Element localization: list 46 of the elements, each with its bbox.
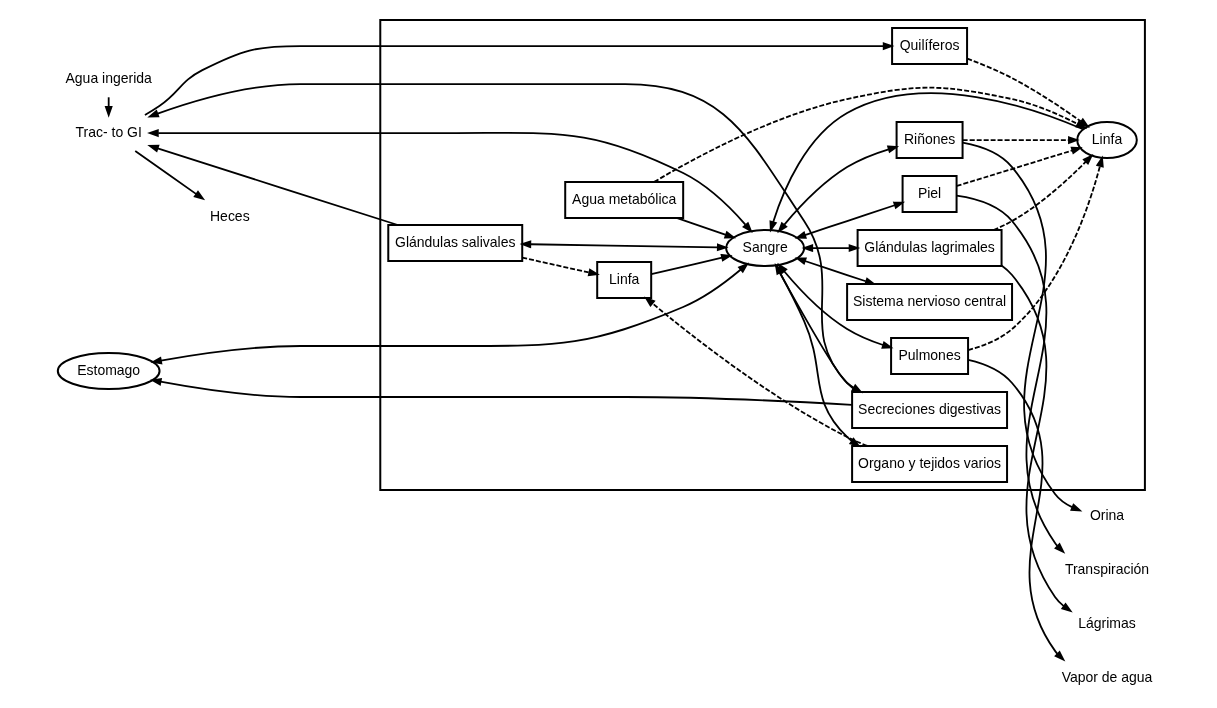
node-box: Secreciones digestivas	[851, 391, 1009, 429]
node-text: Vapor de agua	[1061, 668, 1153, 685]
arrow	[777, 145, 900, 234]
node-text: Heces	[210, 207, 250, 224]
arrow	[961, 136, 1080, 145]
arrow	[967, 358, 1066, 662]
arrow	[794, 201, 906, 239]
arrow	[794, 257, 877, 285]
node-text: Transpiración	[1064, 560, 1150, 577]
arrow	[650, 253, 733, 275]
arrow	[149, 377, 853, 406]
arrow	[777, 262, 894, 349]
arrow	[676, 217, 737, 239]
node-box: Piel	[901, 175, 958, 214]
node-box: Linfa	[596, 261, 653, 299]
arrow	[144, 42, 895, 116]
arrow	[955, 146, 1083, 187]
node-text: Orina	[1089, 506, 1125, 523]
arrow	[521, 256, 600, 277]
node-box: Glándulas lagrimales	[856, 229, 1003, 268]
arrow	[519, 240, 729, 252]
node-text: Lágrimas	[1078, 614, 1136, 631]
arrow	[967, 155, 1104, 351]
arrow	[150, 262, 750, 365]
arrow	[147, 83, 859, 393]
arrow	[961, 141, 1083, 512]
node-box: Organo y tejidos varios	[851, 444, 1009, 483]
node-box: Sistema nervioso central	[846, 283, 1014, 321]
arrow	[644, 296, 869, 447]
arrow	[1000, 264, 1073, 613]
node-box: Agua metabólica	[564, 181, 685, 220]
arrow	[147, 129, 753, 234]
node-text: Trac- to GI	[75, 123, 142, 140]
node-box: Quilíferos	[891, 27, 969, 66]
node-box: Pulmones	[890, 337, 970, 375]
arrow	[147, 144, 399, 226]
cluster	[379, 19, 1146, 491]
arrow	[769, 92, 1084, 233]
node-box: Glándulas salivales	[387, 224, 524, 263]
arrow	[955, 194, 1066, 554]
arrow	[992, 153, 1094, 231]
node-box: Riñones	[895, 121, 964, 160]
arrow	[134, 150, 206, 201]
arrow	[104, 96, 113, 118]
arrow	[801, 243, 861, 253]
node-text: Agua ingerida	[65, 69, 152, 86]
